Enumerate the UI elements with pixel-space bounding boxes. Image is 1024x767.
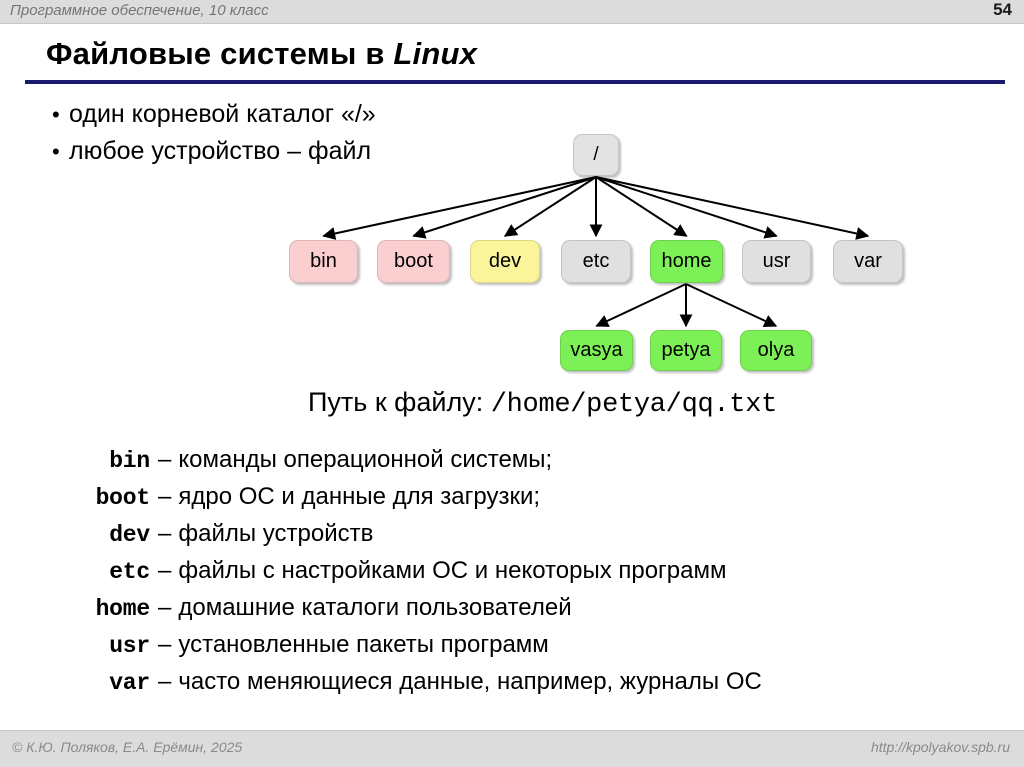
list-item: var – часто меняющиеся данные, например,… [52, 664, 1002, 701]
dash-separator: – [158, 557, 172, 584]
page-number: 54 [993, 0, 1012, 19]
page-title: Файловые системы в Linux [46, 36, 477, 72]
directory-description: часто меняющиеся данные, например, журна… [178, 668, 762, 695]
list-item: usr – установленные пакеты программ [52, 627, 1002, 664]
footer-url[interactable]: http://kpolyakov.spb.ru [870, 739, 1010, 755]
tree-node-home-label: home [661, 250, 712, 272]
bullet-dot-icon: • [52, 102, 60, 127]
tree-node-bin-label: bin [310, 250, 337, 272]
list-item: bin – команды операционной системы; [52, 442, 1002, 479]
tree-node-petya-label: petya [661, 339, 711, 361]
directory-name: boot [95, 485, 151, 511]
directory-name: etc [109, 559, 150, 585]
tree-node-root-label: / [593, 144, 599, 165]
list-item: boot – ядро ОС и данные для загрузки; [52, 479, 1002, 516]
directory-name: bin [109, 448, 150, 474]
tree-node-boot[interactable]: boot [377, 240, 450, 283]
list-item: • любое устройство – файл [52, 133, 572, 170]
dash-separator: – [158, 520, 172, 547]
dash-separator: – [158, 594, 172, 621]
tree-node-root[interactable]: / [573, 134, 619, 176]
directory-description: файлы с настройками ОС и некоторых прогр… [178, 557, 727, 584]
directory-name: dev [109, 522, 150, 548]
tree-node-olya-label: olya [757, 339, 795, 361]
bullet-list: • один корневой каталог «/» • любое устр… [52, 96, 572, 170]
list-item: etc – файлы с настройками ОС и некоторых… [52, 553, 1002, 590]
tree-node-var-label: var [854, 250, 882, 272]
directory-name: var [109, 670, 150, 696]
directory-description: установленные пакеты программ [178, 631, 549, 658]
slide-footer-bar: © К.Ю. Поляков, Е.А. Ерёмин, 2025 http:/… [0, 730, 1024, 767]
title-divider [25, 80, 1005, 84]
directory-description: ядро ОС и данные для загрузки; [178, 483, 541, 510]
directory-name: home [95, 596, 151, 622]
bullet-text: любое устройство – файл [69, 137, 372, 165]
directory-description: команды операционной системы; [178, 446, 553, 473]
tree-node-olya[interactable]: olya [740, 330, 812, 371]
tree-node-vasya-label: vasya [570, 339, 623, 361]
directory-description: домашние каталоги пользователей [178, 594, 572, 621]
list-item: • один корневой каталог «/» [52, 96, 572, 133]
bullet-text: один корневой каталог «/» [69, 100, 376, 128]
tree-node-usr-label: usr [762, 250, 791, 272]
tree-node-vasya[interactable]: vasya [560, 330, 633, 371]
directory-description-list: bin – команды операционной системы; boot… [52, 442, 1002, 701]
list-item: home – домашние каталоги пользователей [52, 590, 1002, 627]
file-path-value: /home/petya/qq.txt [490, 390, 778, 420]
page-title-main: Файловые системы в [46, 36, 394, 71]
tree-node-boot-label: boot [394, 250, 433, 272]
directory-name: usr [109, 633, 150, 659]
tree-node-petya[interactable]: petya [650, 330, 722, 371]
file-path-label: Путь к файлу: [308, 387, 484, 417]
tree-node-dev[interactable]: dev [470, 240, 540, 283]
tree-node-etc[interactable]: etc [561, 240, 631, 283]
tree-node-dev-label: dev [488, 250, 522, 272]
file-path-caption: Путь к файлу: /home/petya/qq.txt [308, 387, 777, 420]
dash-separator: – [158, 668, 172, 695]
tree-node-var[interactable]: var [833, 240, 903, 283]
page-title-emphasis: Linux [393, 36, 478, 71]
footer-copyright: © К.Ю. Поляков, Е.А. Ерёмин, 2025 [12, 739, 243, 755]
directory-description: файлы устройств [178, 520, 374, 547]
tree-node-usr[interactable]: usr [742, 240, 811, 283]
bullet-dot-icon: • [52, 139, 60, 164]
dash-separator: – [158, 446, 172, 473]
tree-node-bin[interactable]: bin [289, 240, 358, 283]
dash-separator: – [158, 631, 172, 658]
tree-node-etc-label: etc [582, 250, 610, 272]
tree-node-home[interactable]: home [650, 240, 723, 283]
slide-header-bar: Программное обеспечение, 10 класс 54 [0, 0, 1024, 24]
header-subject-label: Программное обеспечение, 10 класс [10, 2, 269, 19]
list-item: dev – файлы устройств [52, 516, 1002, 553]
dash-separator: – [158, 483, 172, 510]
